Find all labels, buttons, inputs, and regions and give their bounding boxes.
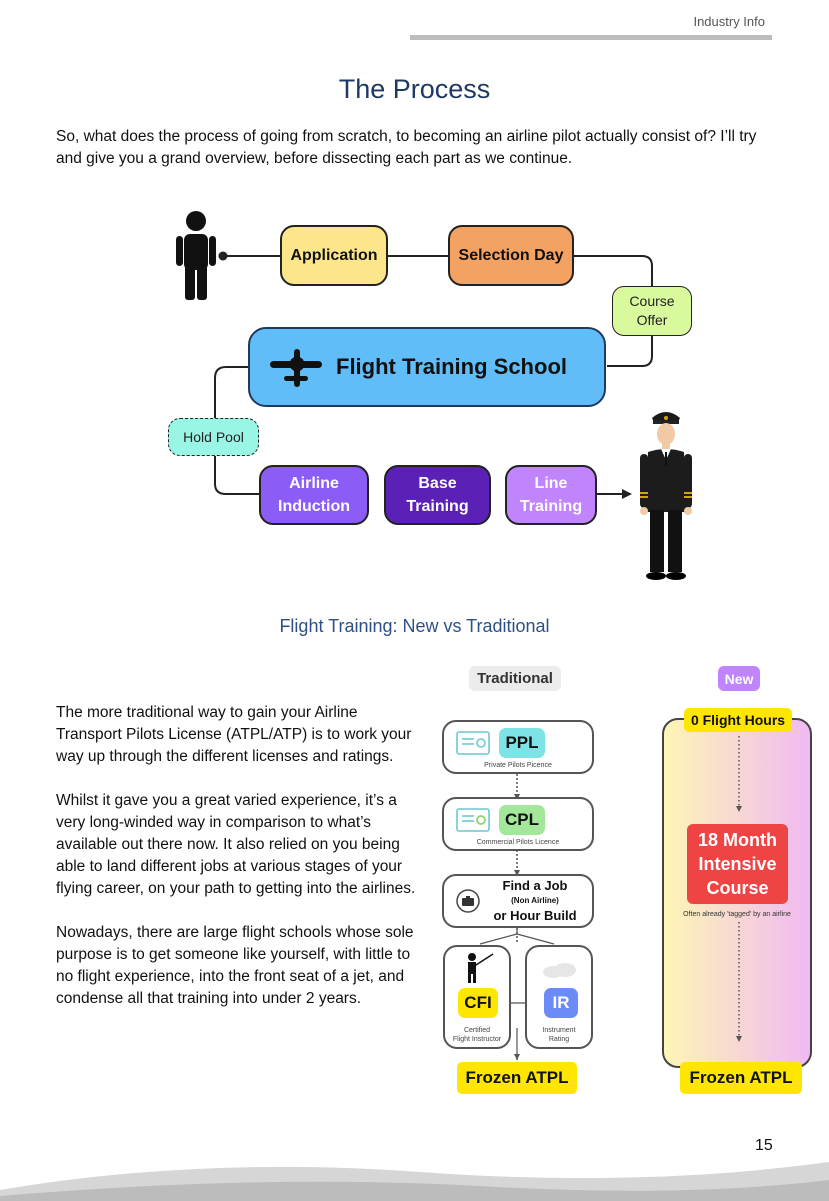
pilot-icon bbox=[640, 412, 692, 580]
line-training-box: Line Training bbox=[505, 465, 597, 525]
cfi-caption-2: Flight Instructor bbox=[452, 1036, 502, 1043]
flight-training-school-box: Flight Training School bbox=[248, 327, 606, 407]
ir-caption-2: Rating bbox=[548, 1036, 570, 1043]
cpl-caption: Commercial Pilots Licence bbox=[476, 839, 560, 846]
intro-paragraph: So, what does the process of going from … bbox=[56, 128, 757, 167]
section-subtitle: Flight Training: New vs Traditional bbox=[279, 616, 550, 636]
body-text: The more traditional way to gain your Ai… bbox=[56, 702, 418, 1032]
job-line-2: (Non Airline) bbox=[511, 896, 559, 905]
cfi-caption-1: Certified bbox=[463, 1027, 491, 1034]
ppl-caption: Private Pilots Picence bbox=[484, 762, 552, 769]
cpl-label: CPL bbox=[499, 805, 545, 835]
job-line-3: or Hour Build bbox=[493, 908, 577, 923]
cfi-label: CFI bbox=[458, 988, 498, 1018]
page-number: 15 bbox=[755, 1137, 773, 1154]
cpl-card: CPL Commercial Pilots Licence bbox=[442, 797, 594, 851]
certificate-icon bbox=[456, 808, 490, 832]
header-rule bbox=[410, 35, 772, 40]
briefcase-icon bbox=[456, 889, 480, 913]
course-offer-box: Course Offer bbox=[612, 286, 692, 336]
body-paragraph-1: The more traditional way to gain your Ai… bbox=[56, 704, 412, 765]
ir-label: IR bbox=[544, 988, 578, 1018]
base-training-box: Base Training bbox=[384, 465, 491, 525]
airplane-icon bbox=[270, 349, 322, 387]
ppl-label: PPL bbox=[499, 728, 545, 758]
footer-wave bbox=[0, 1162, 829, 1201]
ppl-card: PPL Private Pilots Picence bbox=[442, 720, 594, 774]
course-line-2: Intensive bbox=[698, 854, 777, 874]
person-icon bbox=[176, 211, 216, 300]
ir-caption-1: Instrument bbox=[542, 1027, 576, 1034]
body-paragraph-3: Nowadays, there are large flight schools… bbox=[56, 924, 414, 1007]
application-box: Application bbox=[280, 225, 388, 286]
job-line-1: Find a Job bbox=[502, 878, 568, 893]
airline-induction-box: Airline Induction bbox=[259, 465, 369, 525]
header-label: Industry Info bbox=[693, 14, 765, 29]
process-flow-connectors bbox=[214, 251, 653, 499]
body-paragraph-2: Whilst it gave you a great varied experi… bbox=[56, 792, 416, 897]
new-path-connector bbox=[736, 736, 742, 1042]
cfi-card: CFI Certified Flight Instructor bbox=[443, 945, 511, 1049]
selection-day-box: Selection Day bbox=[448, 225, 574, 286]
new-start: 0 Flight Hours bbox=[684, 708, 792, 732]
ir-card: IR Instrument Rating bbox=[525, 945, 593, 1049]
certificate-icon bbox=[456, 731, 490, 755]
intensive-course-box: 18 Month Intensive Course bbox=[687, 824, 788, 904]
hold-pool-box: Hold Pool bbox=[168, 418, 259, 456]
flight-training-school-label: Flight Training School bbox=[336, 354, 567, 379]
traditional-frozen-atpl: Frozen ATPL bbox=[457, 1062, 577, 1094]
new-frozen-atpl: Frozen ATPL bbox=[680, 1062, 802, 1094]
tagged-note: Often already 'tagged' by an airline bbox=[683, 911, 791, 918]
new-header: New bbox=[718, 666, 760, 691]
instructor-icon bbox=[468, 953, 494, 983]
page-title: The Process bbox=[338, 74, 491, 104]
cloud-icon bbox=[543, 963, 576, 978]
course-line-1: 18 Month bbox=[698, 830, 777, 850]
job-card: Find a Job (Non Airline) or Hour Build bbox=[442, 874, 594, 928]
traditional-header: Traditional bbox=[469, 666, 561, 691]
course-line-3: Course bbox=[706, 878, 769, 898]
